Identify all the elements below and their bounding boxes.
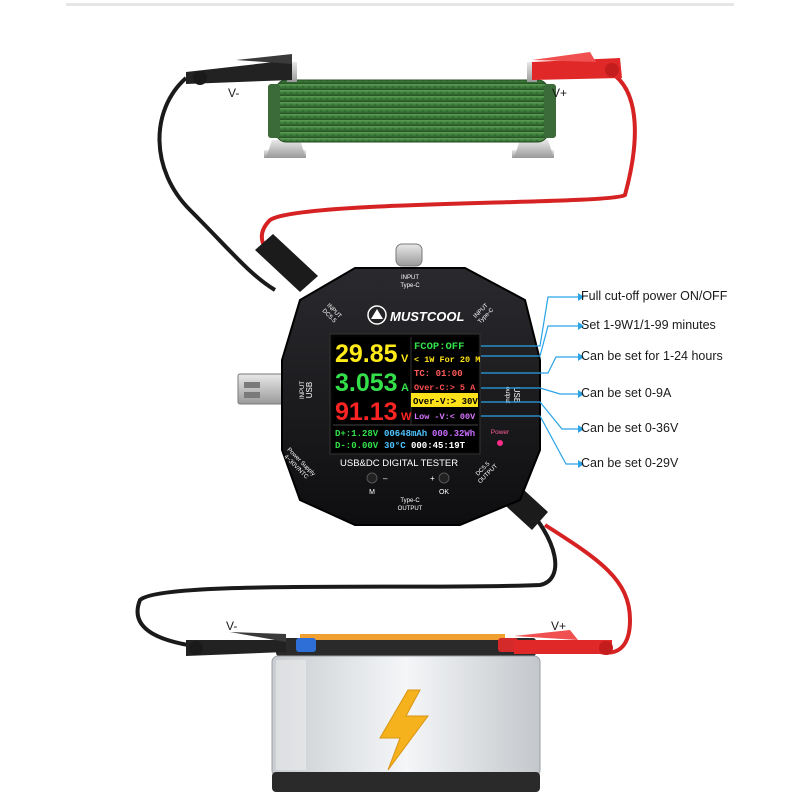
clip-black-bottom	[186, 632, 286, 656]
strain-relief-left	[255, 234, 318, 292]
screen-temp: 30°C	[384, 441, 406, 451]
screen-capacity: 00648mAh	[384, 429, 427, 439]
wire-red-top	[259, 70, 637, 264]
label-usb-out-1: USB	[512, 387, 521, 403]
callout-set-minutes: Set 1-9W1/1-99 minutes	[581, 318, 716, 332]
power-resistor	[264, 62, 556, 158]
terminal-resistor-pos: V+	[552, 86, 567, 100]
label-usb-in-2: USB	[305, 382, 314, 398]
label-typec-out-2: OUTPUT	[398, 506, 423, 512]
terminal-resistor-neg: V-	[228, 86, 239, 100]
device-model: USB&DC DIGITAL TESTER	[340, 458, 458, 469]
callout-set-over-voltage: Can be set 0-36V	[581, 421, 679, 435]
label-typec-in-2: Type-C	[400, 283, 420, 289]
callout-arrows	[578, 293, 584, 468]
wire-red-bottom	[543, 523, 633, 655]
reading-power-unit: W	[401, 411, 412, 423]
callout-cutoff-power: Full cut-off power ON/OFF	[581, 289, 728, 303]
brand-name: MUSTCOOL	[390, 309, 464, 324]
button-m[interactable]	[366, 472, 378, 484]
label-usb-out-2: output	[504, 387, 510, 404]
typec-plug-top	[395, 243, 423, 267]
label-button-m: M	[369, 489, 375, 496]
reading-power: 91.13	[335, 398, 398, 426]
screen-low-v: Low -V:< 00V	[414, 412, 476, 422]
screen-time: 000:45:19T	[411, 441, 466, 451]
screen-over-c: Over-C:> 5 A	[414, 383, 476, 393]
reading-voltage-unit: V	[401, 353, 409, 365]
wire-black-bottom	[135, 498, 558, 650]
button-ok[interactable]	[438, 472, 450, 484]
screen-dplus: D+:1.28V	[335, 429, 379, 439]
label-minus: –	[383, 474, 388, 483]
screen-timer-row: < 1W For 20 M	[414, 355, 480, 365]
label-usb-in-1: INPUT	[300, 381, 306, 399]
label-plus: +	[430, 474, 435, 483]
callout-lines	[500, 296, 578, 465]
clip-red-top	[532, 52, 622, 80]
callout-set-current: Can be set 0-9A	[581, 386, 672, 400]
label-typec-out-1: Type-C	[400, 498, 420, 504]
reading-current: 3.053	[335, 369, 398, 397]
screen-tc: TC: 01:00	[414, 369, 463, 379]
screen-dminus: D-:0.00V	[335, 441, 379, 451]
brand-logo-icon	[367, 305, 387, 325]
terminal-battery-pos: V+	[551, 619, 566, 633]
screen-energy: 000.32Wh	[432, 429, 475, 439]
screen-fcop: FCOP:OFF	[414, 341, 464, 353]
lightning-icon	[379, 689, 429, 771]
clip-black-top	[186, 54, 292, 85]
callout-set-low-voltage: Can be set 0-29V	[581, 456, 679, 470]
callout-set-hours: Can be set for 1-24 hours	[581, 349, 723, 363]
label-power: Power	[491, 429, 510, 436]
label-typec-in-1: INPUT	[401, 275, 419, 281]
top-divider	[66, 3, 734, 6]
wire-black-top	[157, 76, 277, 292]
clip-red-bottom	[514, 630, 613, 655]
power-led-icon	[497, 440, 503, 446]
reading-voltage: 29.85	[335, 340, 398, 368]
label-button-ok: OK	[439, 489, 449, 496]
reading-current-unit: A	[401, 382, 409, 394]
screen-over-v: Over-V:> 30V	[413, 397, 478, 407]
screen-highlights	[481, 345, 500, 417]
terminal-battery-neg: V-	[226, 619, 237, 633]
